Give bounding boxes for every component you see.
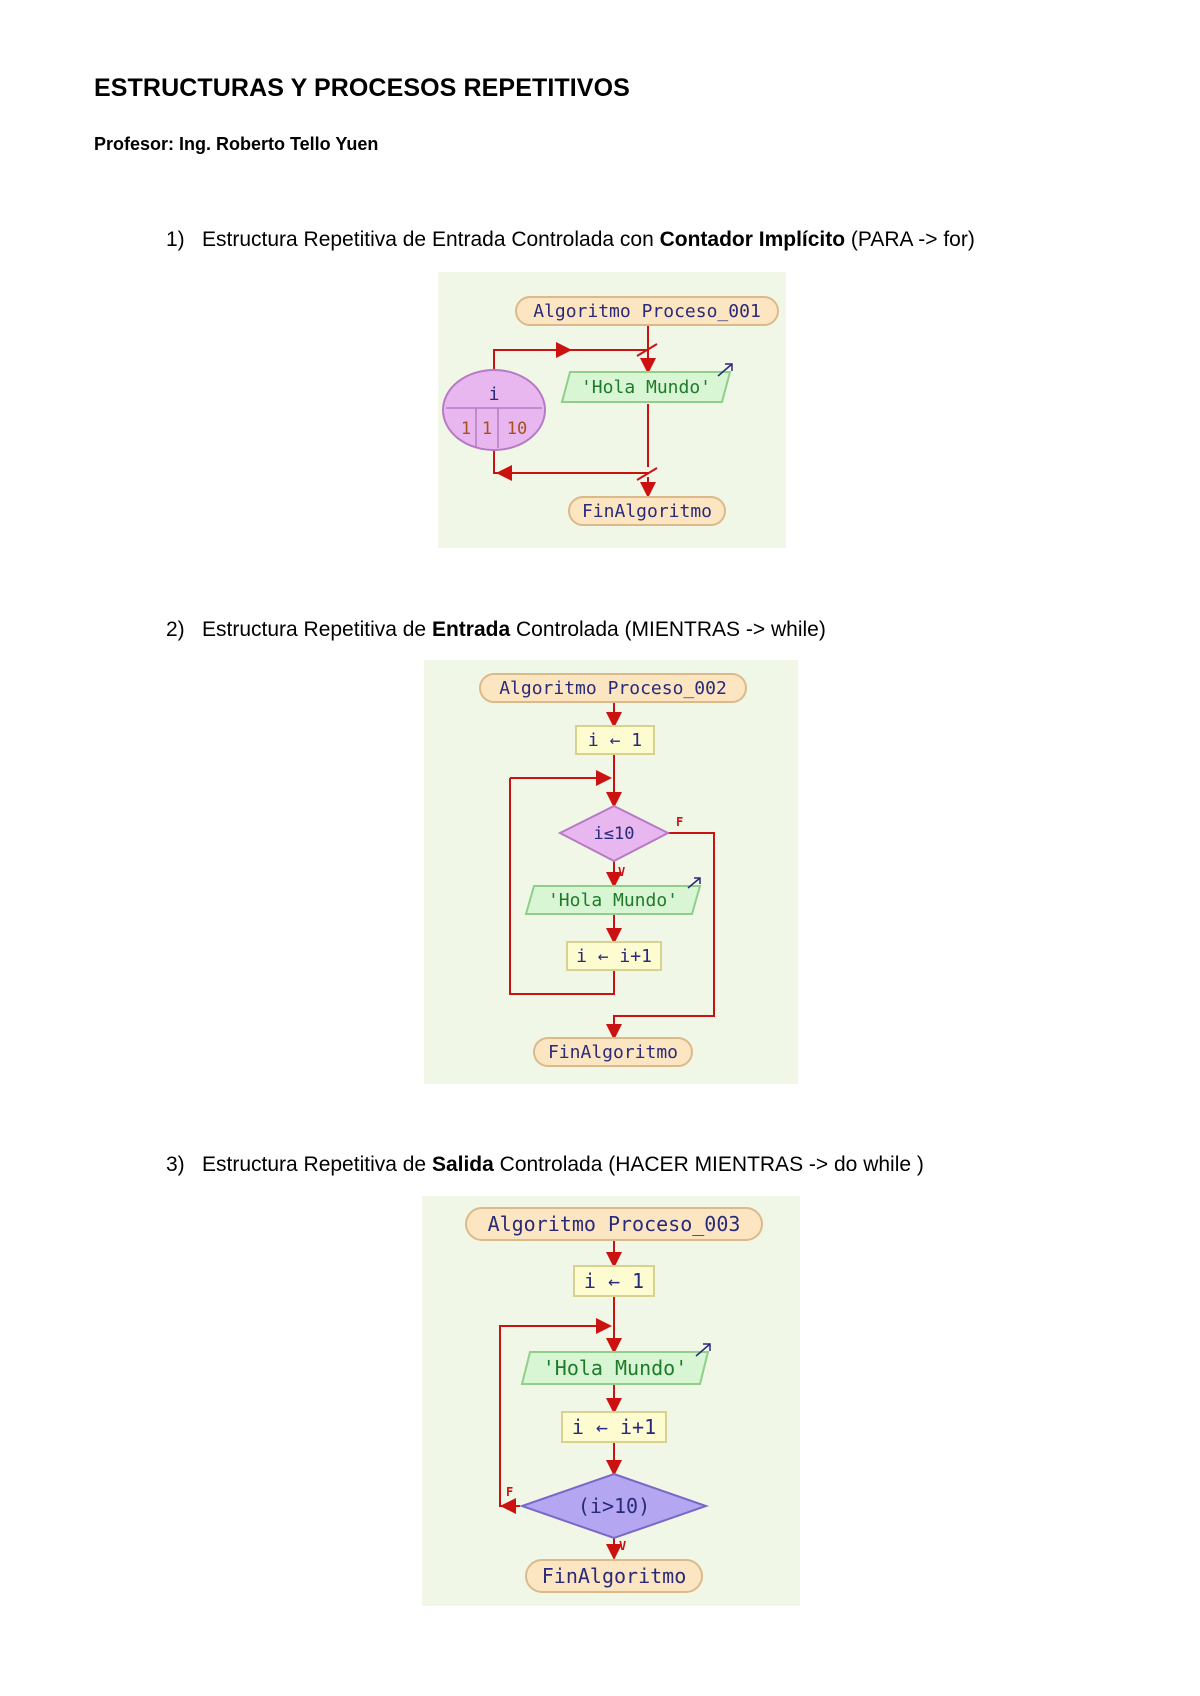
section-2-number: 2) — [166, 618, 185, 641]
section-3-number: 3) — [166, 1153, 185, 1176]
diagram-2-output-block: 'Hola Mundo' — [524, 877, 702, 915]
diagram-3-decision: (i>10) — [518, 1472, 710, 1540]
diagram-3-start-terminal: Algoritmo Proceso_003 — [465, 1207, 763, 1241]
loop-end-value: 10 — [507, 419, 527, 439]
diagram-1-output-block: 'Hola Mundo' — [560, 363, 733, 403]
output-arrow-icon — [717, 363, 733, 377]
svg-text:'Hola Mundo': 'Hola Mundo' — [581, 377, 711, 398]
diagram-1-loop-ellipse: i 1 1 10 — [442, 369, 546, 451]
loop-variable: i — [489, 384, 500, 405]
svg-text:i≤10: i≤10 — [594, 824, 635, 844]
svg-text:i ← i+1: i ← i+1 — [572, 1415, 656, 1439]
svg-text:FinAlgoritmo: FinAlgoritmo — [548, 1042, 678, 1063]
flowchart-do-while-loop: F V Algoritmo Proceso_003 i ← 1 'Hola Mu… — [422, 1196, 800, 1606]
section-1-title: Estructura Repetitiva de Entrada Control… — [202, 228, 975, 251]
diagram-2-decision: i≤10 — [557, 804, 671, 863]
section-1-number: 1) — [166, 228, 185, 251]
svg-text:'Hola Mundo': 'Hola Mundo' — [543, 1356, 688, 1380]
diagram-3-connectors — [499, 1240, 622, 1560]
section-3-title: Estructura Repetitiva de Salida Controla… — [202, 1153, 924, 1176]
diagram-2-start-terminal: Algoritmo Proceso_002 — [479, 673, 747, 703]
svg-text:i ← 1: i ← 1 — [588, 730, 642, 751]
diagram-3-background — [422, 1196, 800, 1606]
svg-text:i ← i+1: i ← i+1 — [576, 946, 652, 967]
diagram-2-background — [424, 660, 798, 1084]
loop-step-value: 1 — [482, 419, 492, 439]
section-2-title: Estructura Repetitiva de Entrada Control… — [202, 618, 826, 641]
diagram-2-false-label: F — [676, 815, 683, 829]
document-author: Profesor: Ing. Roberto Tello Yuen — [94, 134, 379, 154]
diagram-2-init-block: i ← 1 — [575, 725, 655, 755]
diagram-3-increment-block: i ← i+1 — [561, 1411, 667, 1443]
diagram-3-false-label: F — [506, 1485, 513, 1499]
svg-text:FinAlgoritmo: FinAlgoritmo — [582, 501, 712, 522]
diagram-1-end-terminal: FinAlgoritmo — [568, 496, 726, 526]
document-title: ESTRUCTURAS Y PROCESOS REPETITIVOS — [94, 74, 630, 102]
diagram-2-true-label: V — [618, 865, 625, 879]
flowchart-for-loop: Algoritmo Proceso_001 i 1 1 10 'Hola Mun… — [438, 272, 786, 548]
flowchart-while-loop: F V Algoritmo Proceso_002 i ← 1 i≤10 'Ho… — [424, 660, 798, 1084]
diagram-3-output-block: 'Hola Mundo' — [520, 1343, 711, 1385]
svg-text:'Hola Mundo': 'Hola Mundo' — [548, 890, 678, 911]
diagram-3-true-label: V — [619, 1539, 626, 1553]
svg-text:Algoritmo Proceso_002: Algoritmo Proceso_002 — [499, 678, 727, 699]
output-arrow-icon — [687, 877, 701, 889]
diagram-2-increment-block: i ← i+1 — [566, 941, 662, 971]
diagram-3-end-terminal: FinAlgoritmo — [525, 1559, 703, 1593]
svg-text:FinAlgoritmo: FinAlgoritmo — [542, 1564, 687, 1588]
diagram-1-start-terminal: Algoritmo Proceso_001 — [515, 296, 779, 326]
output-arrow-icon — [695, 1343, 711, 1357]
loop-start-value: 1 — [461, 419, 471, 439]
svg-text:Algoritmo Proceso_003: Algoritmo Proceso_003 — [488, 1212, 741, 1236]
svg-text:Algoritmo Proceso_001: Algoritmo Proceso_001 — [533, 301, 761, 322]
diagram-2-end-terminal: FinAlgoritmo — [533, 1037, 693, 1067]
diagram-2-connectors — [509, 702, 715, 1040]
diagram-3-init-block: i ← 1 — [573, 1265, 655, 1297]
svg-text:(i>10): (i>10) — [578, 1494, 650, 1518]
svg-text:i ← 1: i ← 1 — [584, 1269, 644, 1293]
